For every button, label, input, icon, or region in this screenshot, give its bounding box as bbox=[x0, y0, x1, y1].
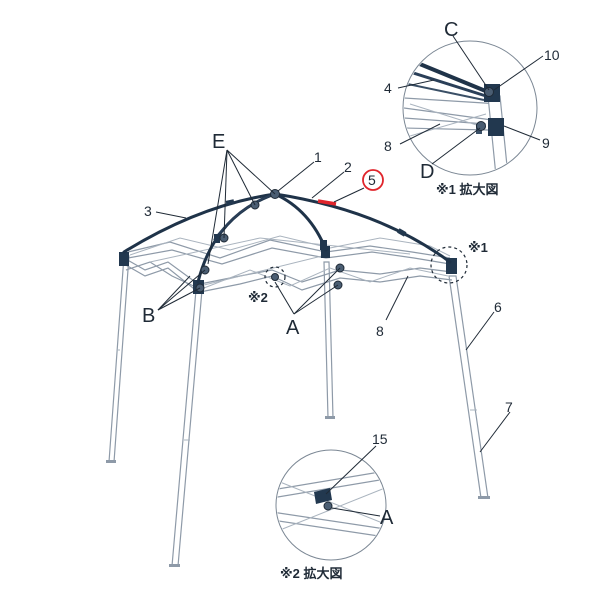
label-A: A bbox=[286, 317, 300, 339]
label-E: E bbox=[212, 131, 225, 153]
foot-pad bbox=[325, 416, 335, 419]
label-part-7: 7 bbox=[505, 399, 513, 415]
pivot-detail-2 bbox=[271, 273, 279, 281]
leg-right bbox=[448, 275, 489, 499]
canopy-rafters bbox=[122, 192, 452, 284]
label-part-6: 6 bbox=[494, 299, 502, 315]
label-part-5: 5 bbox=[368, 172, 376, 188]
zoom2-caption: ※2 拡大図 bbox=[280, 566, 342, 581]
foot-pad bbox=[478, 496, 490, 499]
foot-pad bbox=[106, 460, 116, 463]
zoom1-label-D: D bbox=[420, 161, 434, 183]
leg-front-center bbox=[171, 289, 203, 567]
label-part-1: 1 bbox=[314, 149, 322, 165]
zoom1-label-9: 9 bbox=[542, 135, 550, 151]
zoom1-caption: ※1 拡大図 bbox=[436, 182, 498, 197]
callout-ring-2 bbox=[264, 266, 286, 288]
zoom2-label-A: A bbox=[380, 507, 394, 529]
callout-ring-1 bbox=[430, 246, 468, 284]
pivot-A-detail bbox=[323, 501, 333, 511]
leg-back-center bbox=[323, 261, 334, 419]
highlight-circle-5 bbox=[362, 169, 384, 191]
zoom1-label-10: 10 bbox=[544, 47, 560, 63]
foot-pad bbox=[169, 564, 180, 567]
zoom-detail-2 bbox=[275, 449, 387, 561]
corner-bracket bbox=[119, 252, 129, 266]
corner-bracket bbox=[321, 246, 330, 258]
bracket-bottom bbox=[488, 118, 504, 136]
label-part-2: 2 bbox=[344, 159, 352, 175]
label-mark-1: ※1 bbox=[468, 240, 488, 255]
corner-bracket bbox=[446, 258, 457, 274]
label-part-8: 8 bbox=[376, 323, 384, 339]
label-mark-2: ※2 bbox=[248, 290, 268, 305]
zoom1-label-4: 4 bbox=[384, 80, 392, 96]
tent-frame bbox=[106, 189, 490, 567]
main-leaders bbox=[155, 149, 511, 453]
zoom2-leaders bbox=[325, 445, 381, 517]
perimeter-truss bbox=[123, 235, 453, 293]
zoom1-label-8: 8 bbox=[384, 138, 392, 154]
zoom1-label-C: C bbox=[444, 19, 458, 41]
part-5-highlight bbox=[317, 199, 337, 206]
leg-front-left bbox=[108, 255, 130, 463]
zoom2-label-15: 15 bbox=[372, 431, 388, 447]
zoom-detail-1 bbox=[402, 40, 538, 176]
zoom1-leaders bbox=[397, 35, 544, 165]
label-B: B bbox=[142, 305, 155, 327]
label-part-3: 3 bbox=[144, 203, 152, 219]
